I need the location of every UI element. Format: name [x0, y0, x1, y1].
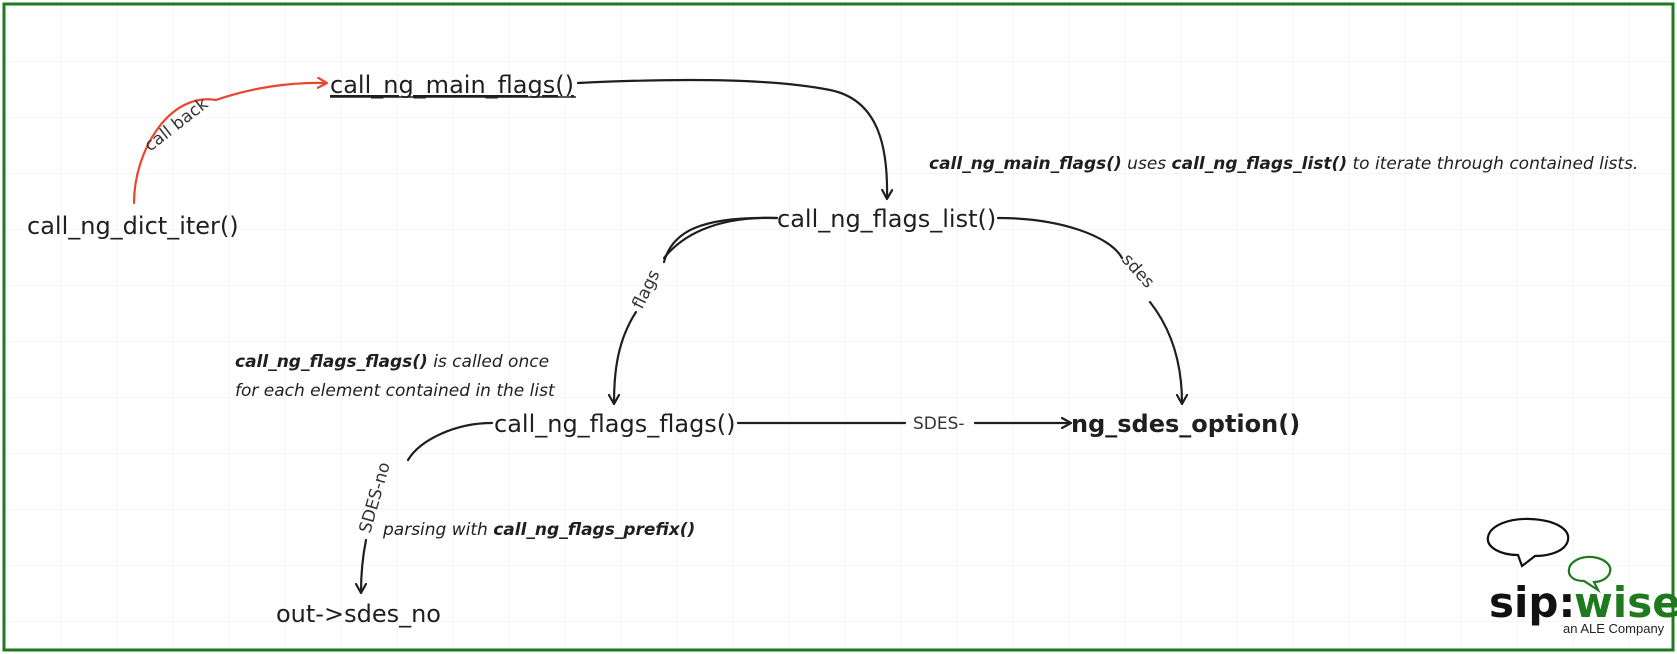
note-parsing-pre: parsing with — [382, 520, 493, 540]
logo-sip: sip: — [1489, 578, 1575, 627]
note-called-once-tail: is called once — [428, 352, 549, 372]
node-sdes-no: out->sdes_no — [276, 600, 441, 628]
arrow-callback — [132, 83, 326, 205]
node-sdes-option: ng_sdes_option() — [1071, 410, 1300, 438]
note-iterate-tail: to iterate through contained lists. — [1347, 154, 1638, 174]
logo-speech-bubble-green — [1567, 555, 1612, 594]
arrow-flags-to-sdes-no — [361, 421, 494, 592]
node-main-flags: call_ng_main_flags() — [330, 71, 574, 99]
node-flags-list: call_ng_flags_list() — [777, 205, 996, 233]
logo-wise: wise — [1574, 578, 1677, 627]
logo-tagline: an ALE Company — [1563, 621, 1665, 636]
note-called-once-fn: call_ng_flags_flags() — [235, 352, 428, 372]
arrow-list-to-sdes — [996, 216, 1182, 403]
note-called-once-line2: for each element contained in the list — [235, 381, 556, 401]
grid-background — [5, 5, 1672, 649]
note-parsing-fn: call_ng_flags_prefix() — [493, 520, 695, 540]
node-dict-iter: call_ng_dict_iter() — [27, 212, 239, 240]
logo-speech-bubble-black — [1486, 517, 1570, 568]
note-called-once-line1: call_ng_flags_flags() is called once — [235, 352, 549, 372]
note-iterate: call_ng_main_flags() uses call_ng_flags_… — [929, 154, 1638, 174]
edge-label-sdes-prefix: SDES- — [913, 414, 965, 434]
note-iterate-fn2: call_ng_flags_list() — [1172, 154, 1348, 174]
note-parsing: parsing with call_ng_flags_prefix() — [382, 520, 695, 540]
sipwise-logo: sip: wise an ALE Company — [1486, 517, 1677, 636]
node-flags-flags: call_ng_flags_flags() — [494, 410, 736, 438]
arrow-flags-arc-top — [662, 216, 779, 260]
arrow-main-to-list — [576, 78, 887, 198]
note-iterate-fn1: call_ng_main_flags() — [929, 154, 1122, 174]
note-iterate-mid: uses — [1122, 154, 1172, 174]
